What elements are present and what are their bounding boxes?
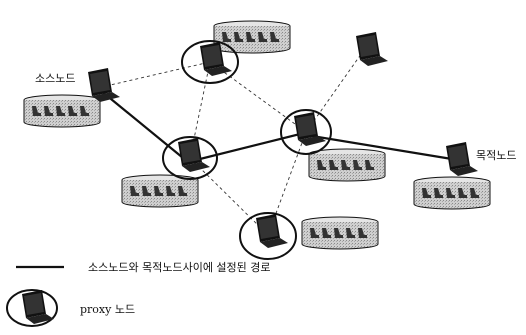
laptop-proxy-left [178,138,210,172]
dashed-link [209,61,307,133]
proxy-circle [239,212,297,260]
cluster-bottom [301,216,379,250]
proxy-circle [181,40,239,84]
destination-node-label: 목적노드 [476,149,516,162]
laptop-top-right [356,32,388,66]
proxy-circle [280,109,332,155]
laptop-proxy-right [294,112,326,146]
route-path [99,89,459,164]
laptop-proxy-bottom [256,214,288,248]
legend-proxy-label: proxy 노드 [80,303,135,316]
legend-path-label: 소스노드와 목적노드사이에 설정된 경로 [88,261,271,274]
cluster-center-right [308,148,386,182]
source-node-label: 소스노드 [35,72,75,85]
cluster-left [23,94,101,128]
legend-proxy-circle [6,289,58,327]
dashed-link [105,61,211,87]
dashed-link [305,49,365,133]
proxy-circle [162,136,218,180]
cluster-right [413,176,491,210]
dashed-link [189,157,269,236]
cluster-top [213,20,291,54]
legend: 소스노드와 목적노드사이에 설정된 경로 proxy 노드 [6,261,271,327]
dashed-links [105,49,365,236]
laptop-destination [446,142,478,176]
proxy-circles [162,40,332,260]
dashed-link [189,61,211,159]
